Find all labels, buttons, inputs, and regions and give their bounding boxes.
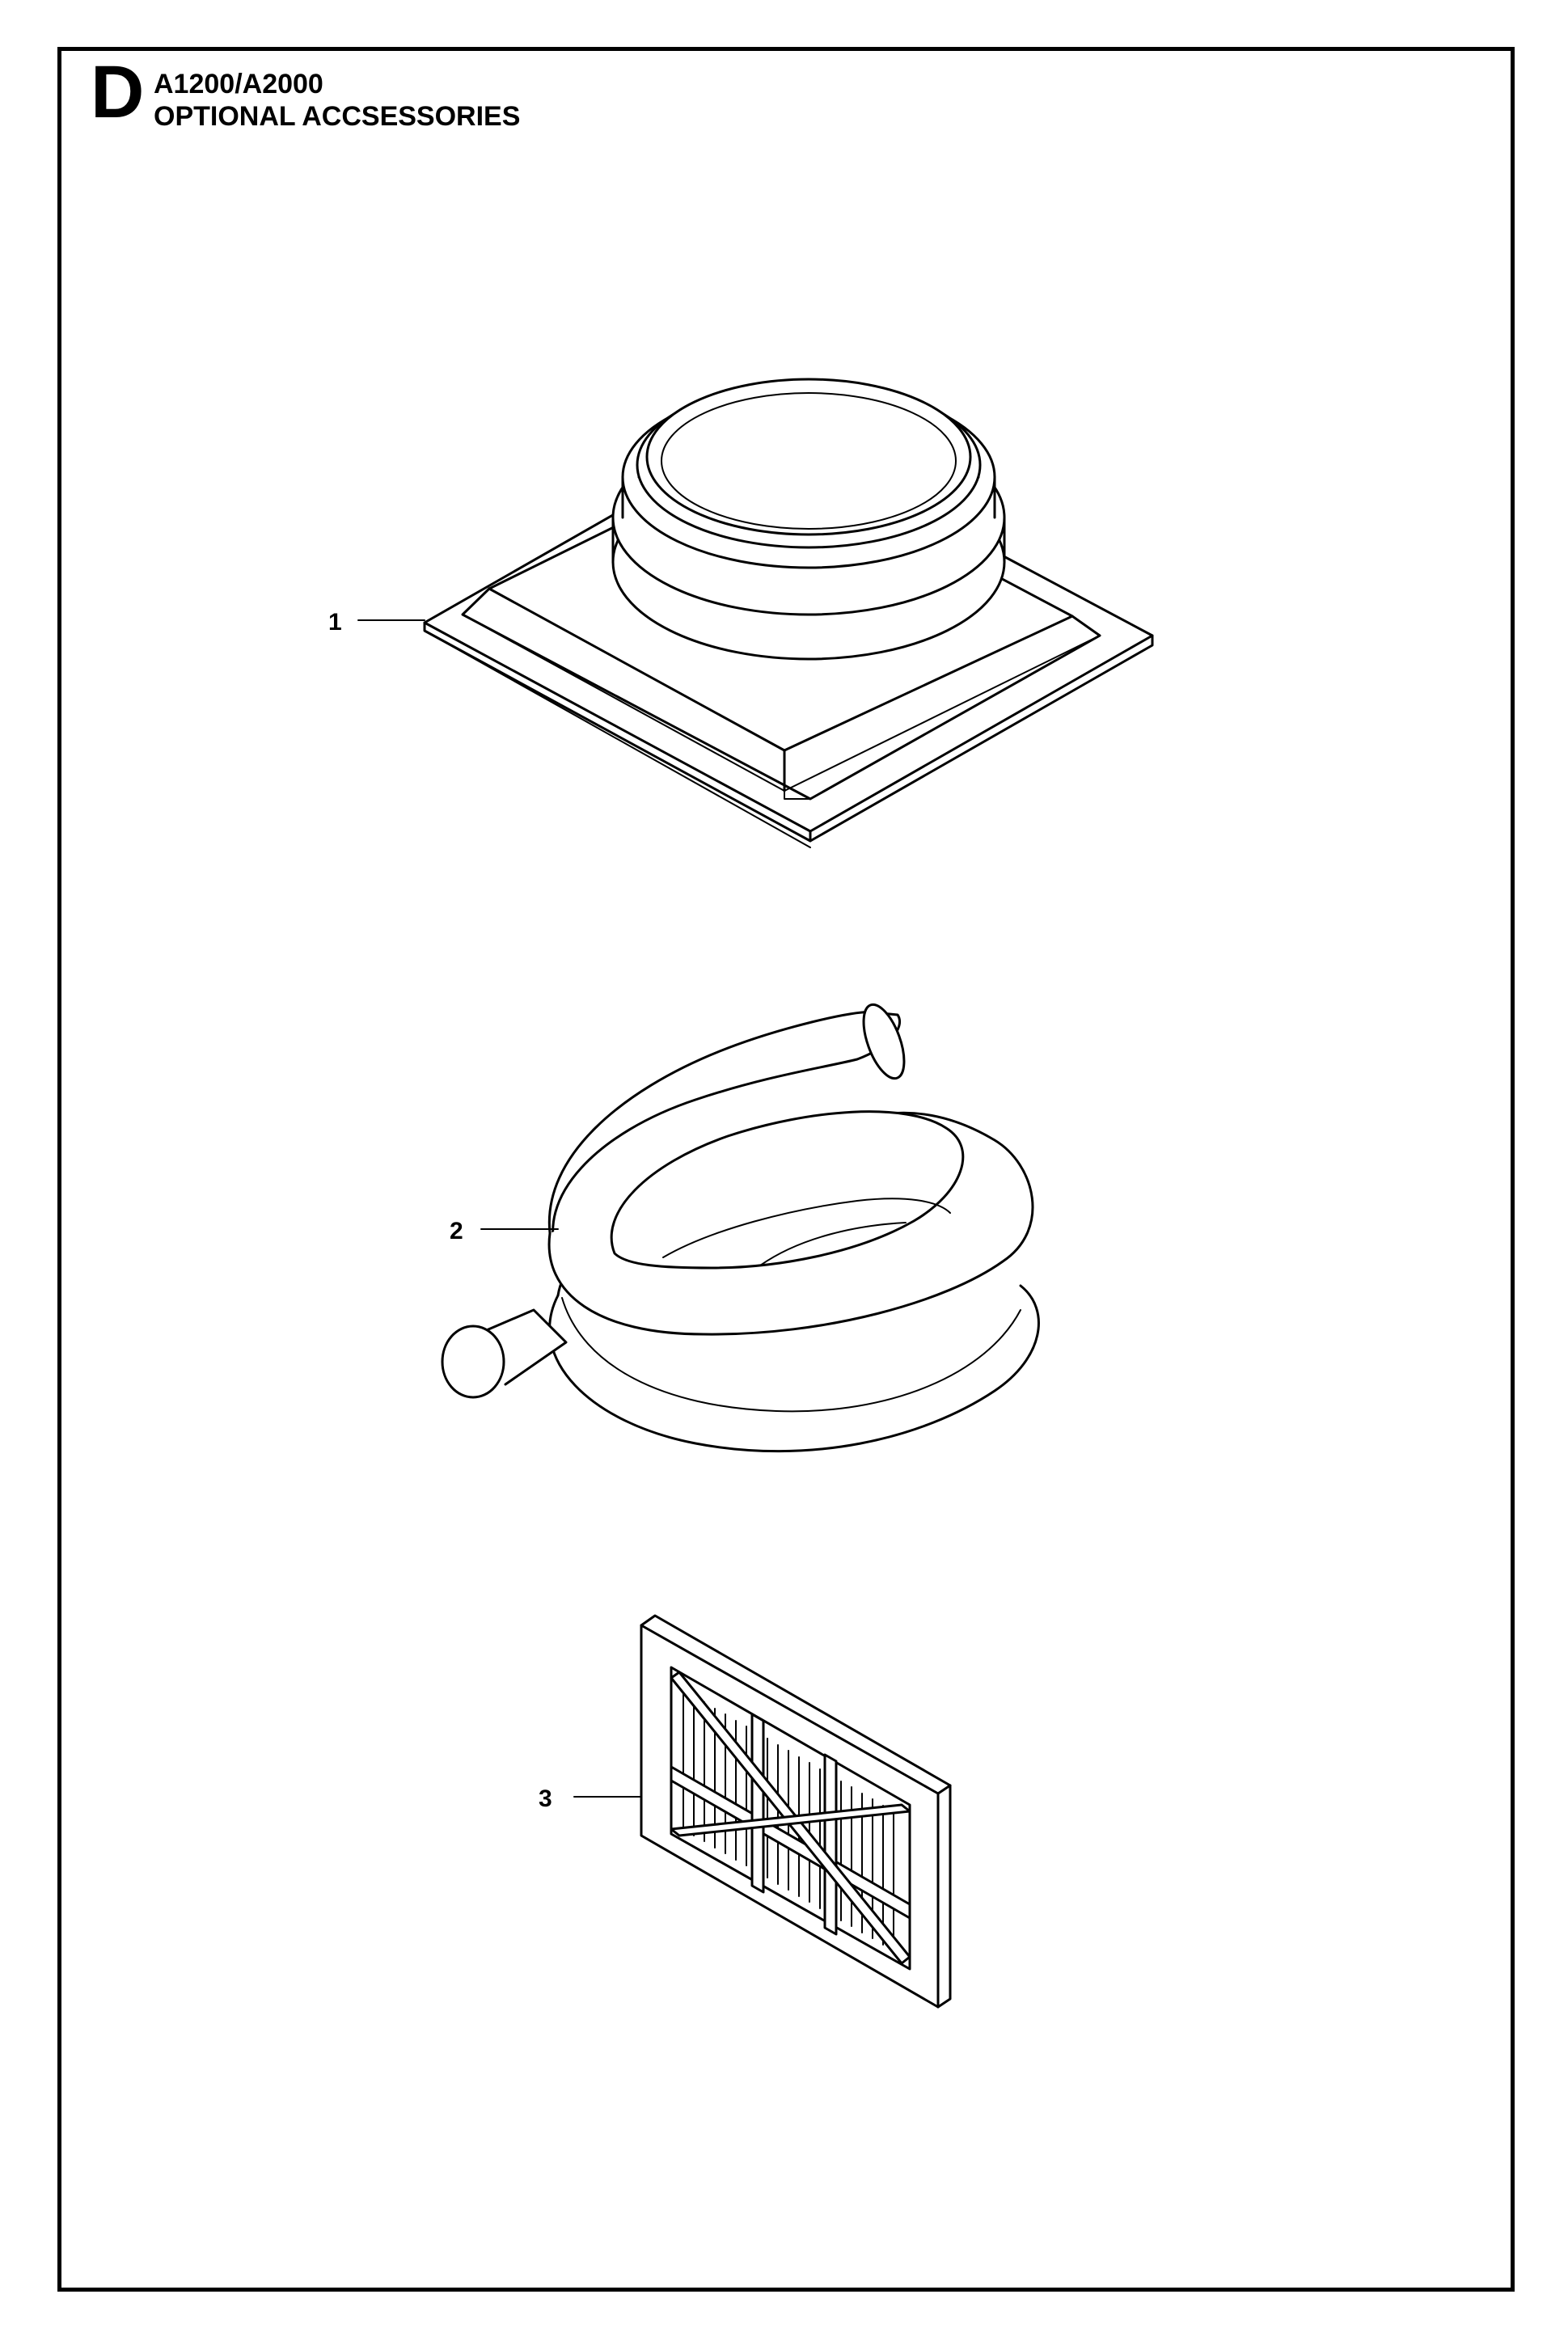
callout-3: 3 — [539, 1785, 552, 1812]
callout-2: 2 — [450, 1218, 463, 1244]
section-letter: D — [91, 51, 145, 133]
callout-1: 1 — [328, 609, 342, 636]
model-title: A1200/A2000 — [154, 69, 323, 99]
title-block: A1200/A2000 OPTIONAL ACCSESSORIES — [154, 68, 520, 133]
part-1: 1 — [328, 378, 1154, 848]
section-title: OPTIONAL ACCSESSORIES — [154, 101, 521, 132]
hood-adapter-icon — [423, 378, 1154, 848]
drawing-frame — [57, 47, 1515, 2292]
part-3: 3 — [539, 1614, 952, 2009]
filter-panel-icon — [640, 1614, 952, 2009]
part-2: 2 — [441, 1003, 1040, 1453]
hose-coil-icon — [441, 1003, 1040, 1453]
